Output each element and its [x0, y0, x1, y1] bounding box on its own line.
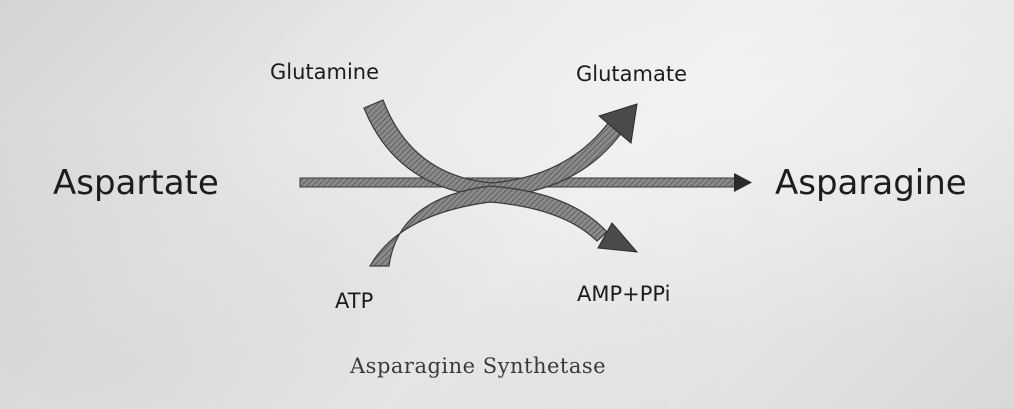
- product-label: Asparagine: [775, 163, 967, 203]
- top-curved-arrow: [363, 99, 638, 198]
- substrate-label: Aspartate: [53, 163, 219, 203]
- glutamate-label: Glutamate: [576, 62, 687, 86]
- amp-ppi-label: AMP+PPi: [577, 282, 671, 306]
- bottom-curved-arrow: [368, 185, 639, 267]
- glutamine-label: Glutamine: [270, 60, 380, 84]
- atp-label: ATP: [335, 289, 374, 313]
- enzyme-label: Asparagine Synthetase: [350, 354, 607, 378]
